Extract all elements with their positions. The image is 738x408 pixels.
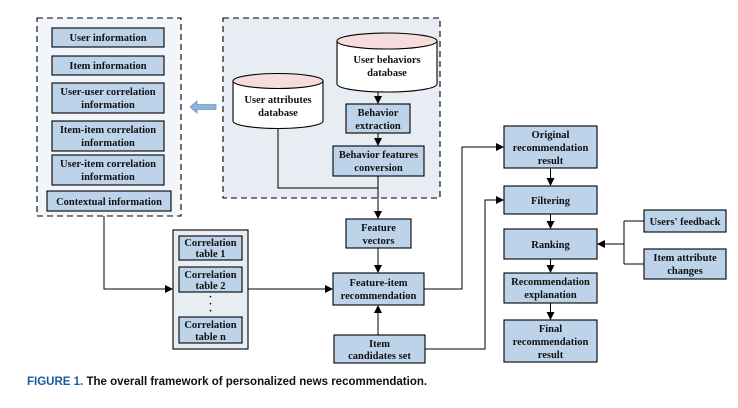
svg-text:information: information xyxy=(81,138,135,149)
item-attribute-changes-box: Item attribute changes xyxy=(643,248,727,280)
svg-text:explanation: explanation xyxy=(524,290,577,301)
svg-text:Filtering: Filtering xyxy=(531,196,571,207)
svg-text:table 1: table 1 xyxy=(195,249,225,260)
recommendation-explanation-box: Recommendation explanation xyxy=(503,272,598,304)
svg-text:recommendation: recommendation xyxy=(513,337,589,348)
feature-item-recommendation-box: Feature-item recommendation xyxy=(332,272,425,306)
svg-text:Feature: Feature xyxy=(361,223,396,234)
ranking-box: Ranking xyxy=(503,228,598,260)
svg-text:table 2: table 2 xyxy=(195,281,225,292)
correlation-table-1: Correlation table 1 xyxy=(178,235,243,261)
behavior-extraction-box: Behavior extraction xyxy=(345,103,411,134)
svg-text:vectors: vectors xyxy=(362,236,394,247)
svg-text:User attributes: User attributes xyxy=(244,95,311,106)
caption-text: The overall framework of personalized ne… xyxy=(86,376,428,388)
behavior-features-conversion-box: Behavior features conversion xyxy=(332,145,425,177)
user-user-correlation-box: User-user correlation information xyxy=(51,82,165,114)
svg-text:Item-item correlation: Item-item correlation xyxy=(60,125,156,136)
svg-text:changes: changes xyxy=(667,266,703,277)
svg-text:Recommendation: Recommendation xyxy=(511,277,590,288)
information-panel xyxy=(36,17,182,217)
final-recommendation-result-box: Final recommendation result xyxy=(503,319,598,363)
user-behaviors-database: User behaviors database xyxy=(336,32,438,93)
figure-caption: FIGURE 1. The overall framework of perso… xyxy=(27,376,427,388)
svg-text:result: result xyxy=(538,350,564,361)
svg-text:·: · xyxy=(209,292,213,303)
svg-text:User-item correlation: User-item correlation xyxy=(60,159,156,170)
svg-text:Correlation: Correlation xyxy=(184,238,236,249)
svg-text:table n: table n xyxy=(195,332,226,343)
svg-text:·: · xyxy=(209,299,213,310)
svg-text:information: information xyxy=(81,100,135,111)
svg-text:Item: Item xyxy=(369,339,390,350)
svg-text:Item attribute: Item attribute xyxy=(653,253,717,264)
svg-text:conversion: conversion xyxy=(354,163,403,174)
svg-text:Correlation: Correlation xyxy=(184,320,236,331)
svg-text:User behaviors: User behaviors xyxy=(353,55,420,66)
svg-text:Feature-item: Feature-item xyxy=(349,278,407,289)
svg-text:Final: Final xyxy=(539,324,562,335)
correlation-table-2: Correlation table 2 xyxy=(178,266,243,293)
original-recommendation-result-box: Original recommendation result xyxy=(503,125,598,169)
users-feedback-box: Users' feedback xyxy=(643,209,727,233)
svg-text:Behavior: Behavior xyxy=(358,108,399,119)
feature-vectors-box: Feature vectors xyxy=(345,218,412,249)
item-item-correlation-box: Item-item correlation information xyxy=(51,120,165,152)
svg-text:database: database xyxy=(367,68,407,79)
svg-text:extraction: extraction xyxy=(355,121,401,132)
svg-text:User information: User information xyxy=(69,33,146,44)
connectors xyxy=(103,92,644,350)
user-information-box: User information xyxy=(51,27,165,48)
svg-text:result: result xyxy=(538,156,564,167)
filtering-box: Filtering xyxy=(503,185,598,215)
svg-text:·: · xyxy=(209,306,213,317)
svg-text:Item information: Item information xyxy=(69,61,146,72)
svg-text:Behavior features: Behavior features xyxy=(339,150,418,161)
svg-text:Contextual information: Contextual information xyxy=(56,197,162,208)
svg-text:Users' feedback: Users' feedback xyxy=(650,217,721,228)
svg-text:recommendation: recommendation xyxy=(513,143,589,154)
svg-text:recommendation: recommendation xyxy=(341,291,417,302)
correlation-table-n: Correlation table n xyxy=(178,316,243,344)
contextual-information-box: Contextual information xyxy=(46,190,172,212)
figure-label: FIGURE 1. xyxy=(27,376,84,388)
svg-text:information: information xyxy=(81,172,135,183)
left-arrow-icon xyxy=(189,100,217,114)
user-item-correlation-box: User-item correlation information xyxy=(51,154,165,186)
user-attributes-database: User attributes database xyxy=(232,72,324,130)
svg-text:Ranking: Ranking xyxy=(531,240,570,251)
svg-text:database: database xyxy=(258,108,298,119)
correlation-table-ellipsis: · · · xyxy=(209,292,213,317)
svg-text:candidates set: candidates set xyxy=(348,351,411,362)
svg-text:Original: Original xyxy=(532,130,570,141)
svg-text:Correlation: Correlation xyxy=(184,270,236,281)
item-candidates-set-box: Item candidates set xyxy=(333,334,426,364)
svg-text:User-user correlation: User-user correlation xyxy=(60,87,155,98)
item-information-box: Item information xyxy=(51,55,165,76)
